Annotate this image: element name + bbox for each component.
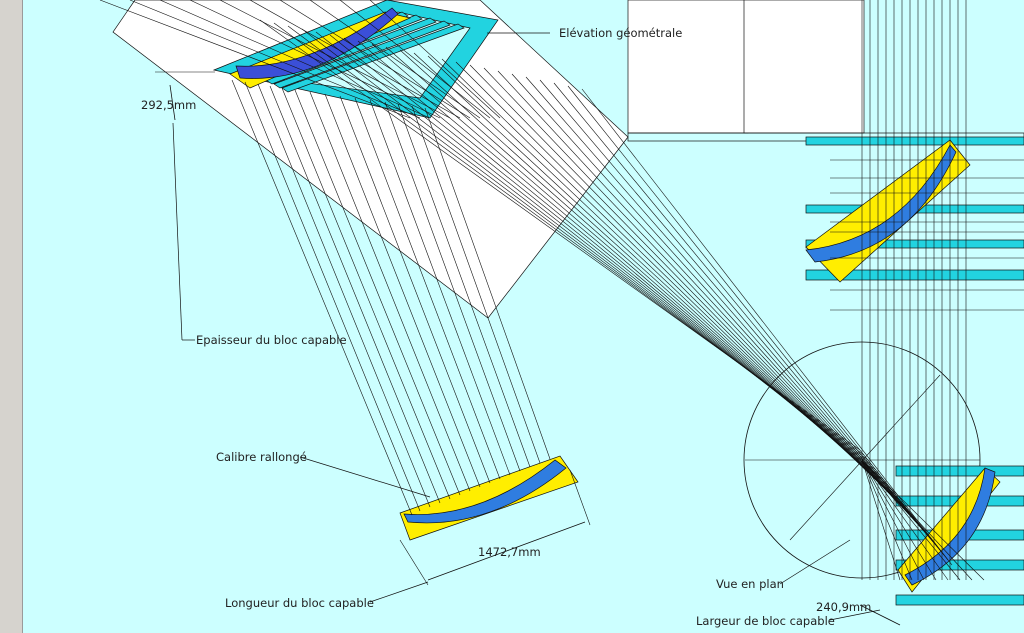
projection-line-plan bbox=[441, 58, 913, 516]
projection-line bbox=[257, 83, 431, 508]
projection-line bbox=[411, 105, 541, 464]
template-curve bbox=[403, 459, 567, 524]
plan-cyan-bar-4 bbox=[895, 559, 1024, 571]
plan-cyan-bar-5 bbox=[895, 594, 1024, 606]
projection-line-plan bbox=[581, 88, 953, 566]
projection-line-plan bbox=[483, 67, 925, 531]
projection-line bbox=[294, 89, 461, 496]
plan-fan-line bbox=[861, 459, 961, 581]
elevation-frame-bar bbox=[273, 20, 451, 89]
dimension-thickness-value: 292,5mm bbox=[141, 98, 197, 112]
projection-line bbox=[324, 93, 481, 488]
projection-line bbox=[269, 85, 441, 504]
projection-line bbox=[231, 79, 413, 516]
plan-fan-line bbox=[861, 459, 925, 581]
label-thickness: Epaisseur du bloc capable bbox=[196, 333, 347, 347]
projection-line-plan bbox=[413, 52, 905, 506]
length-dim-ext-2 bbox=[569, 469, 591, 526]
plan-fan-line bbox=[861, 459, 913, 581]
plan-yellow-band bbox=[897, 467, 1001, 593]
label-width: Largeur de bloc capable bbox=[696, 614, 835, 628]
elevation-ray bbox=[339, 0, 491, 119]
elevation-ray bbox=[249, 0, 461, 119]
plan-fan-line bbox=[861, 459, 949, 581]
plan-fan-line bbox=[861, 459, 937, 581]
plan-fan-line bbox=[861, 459, 973, 581]
projection-line-plan bbox=[567, 85, 949, 561]
plan-fan-line bbox=[861, 459, 985, 581]
construction-lines bbox=[99, 0, 1024, 581]
projection-line bbox=[309, 91, 471, 492]
projection-line bbox=[281, 87, 451, 500]
thickness-leader bbox=[172, 122, 183, 341]
projection-line-plan bbox=[469, 64, 921, 526]
projection-line-plan bbox=[427, 55, 909, 511]
template-leader bbox=[299, 456, 431, 498]
projection-line bbox=[397, 103, 531, 468]
dimension-lines bbox=[155, 32, 901, 626]
elevation-ray bbox=[159, 0, 431, 119]
plan-fan-line bbox=[861, 459, 901, 581]
elevation-ray bbox=[279, 0, 471, 119]
right-voussoir-curve bbox=[805, 144, 957, 263]
projection-line bbox=[384, 101, 521, 472]
upper-block-right bbox=[743, 0, 865, 134]
projection-line bbox=[244, 81, 421, 512]
width-dim-line bbox=[859, 604, 901, 626]
right-cyan-bar-4 bbox=[805, 269, 1024, 281]
label-template: Calibre rallongé bbox=[216, 450, 307, 464]
projection-line-plan bbox=[455, 61, 917, 521]
projection-line-plan bbox=[525, 76, 937, 546]
elevation-ray bbox=[129, 0, 421, 119]
elevation-ray bbox=[189, 0, 441, 119]
elevation-ray bbox=[309, 0, 481, 119]
dimension-width-value: 240,9mm bbox=[816, 600, 872, 614]
plan-leader bbox=[779, 539, 851, 585]
projection-line bbox=[424, 107, 551, 460]
plan-voussoir-curve bbox=[904, 467, 996, 586]
plan-axis-diagonal bbox=[789, 374, 941, 541]
width-leader bbox=[829, 609, 881, 621]
right-cyan-bar-1 bbox=[805, 136, 1024, 146]
projection-line-plan bbox=[399, 49, 901, 501]
thickness-dim-line bbox=[169, 84, 176, 121]
elevation-ray bbox=[219, 0, 451, 119]
projection-line bbox=[339, 95, 491, 484]
projection-line-plan bbox=[539, 79, 941, 551]
right-cyan-bar-3 bbox=[805, 239, 1024, 249]
elevation-ray bbox=[99, 0, 411, 119]
label-length: Longueur du bloc capable bbox=[225, 596, 374, 610]
label-elevation: Elévation géométrale bbox=[559, 26, 683, 40]
fill-layer bbox=[112, 0, 1024, 606]
projection-line bbox=[369, 99, 511, 476]
projection-line-plan bbox=[385, 46, 897, 496]
drawing-canvas[interactable]: Elévation géométrale 292,5mm Epaisseur d… bbox=[23, 0, 1024, 633]
projection-line bbox=[354, 97, 501, 480]
elevation-voussoir-curve bbox=[235, 7, 399, 79]
elevation-ray bbox=[369, 0, 501, 119]
projection-line-plan bbox=[497, 70, 929, 536]
upper-block-left bbox=[627, 0, 749, 134]
length-dim-line bbox=[427, 521, 586, 581]
plan-cyan-bar-1 bbox=[895, 465, 1024, 477]
dimension-length-value: 1472,7mm bbox=[478, 545, 541, 559]
stereotomy-drawing bbox=[99, 0, 1024, 626]
length-leader bbox=[369, 581, 429, 603]
left-toolbar-strip bbox=[0, 0, 23, 633]
length-dim-ext-1 bbox=[399, 539, 429, 586]
label-plan-view: Vue en plan bbox=[716, 577, 784, 591]
